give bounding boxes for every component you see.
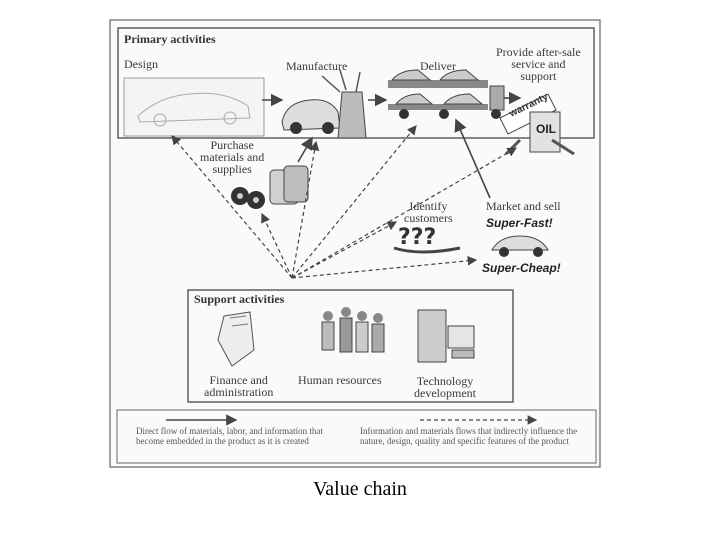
indirect-flow-arrows: [171, 125, 518, 279]
warranty-oil-icon: [499, 93, 575, 156]
support-box: [187, 289, 514, 403]
after-sale-label: Provide after-sale service and support: [496, 45, 581, 83]
tech-label: Technology development: [414, 374, 476, 400]
finance-icon: [217, 311, 255, 367]
finance-label: Finance and administration: [204, 373, 274, 399]
legend-indirect-text: Information and materials flows that ind…: [360, 426, 578, 446]
barrels-tires-icon: [231, 165, 309, 209]
car-transporter-icon: [388, 69, 505, 119]
support-heading: Support activities: [194, 292, 285, 306]
ad-super-fast: Super-Fast!: [486, 216, 553, 230]
direct-flow-arrows: [262, 91, 522, 199]
ad-super-cheap: Super-Cheap!: [482, 261, 561, 275]
diagram-caption: Value chain: [313, 478, 407, 500]
legend-box: [116, 409, 597, 464]
primary-heading: Primary activities: [124, 32, 216, 46]
customers-icon: ???: [393, 225, 461, 254]
car-sketch-icon: [123, 77, 265, 137]
identify-label: Identify customers: [404, 199, 453, 225]
ad-car-icon: [491, 235, 549, 257]
deliver-label: Deliver: [420, 59, 456, 73]
manufacture-car-icon: [281, 69, 367, 139]
people-icon: [321, 307, 385, 353]
computer-icon: [417, 309, 475, 363]
purchase-label: Purchase materials and supplies: [200, 138, 265, 176]
svg-text:???: ???: [398, 225, 436, 250]
hr-label: Human resources: [298, 373, 382, 387]
design-label: Design: [124, 57, 158, 71]
manufacture-label: Manufacture: [286, 59, 348, 73]
oil-text: OIL: [536, 122, 556, 136]
legend-direct-text: Direct flow of materials, labor, and inf…: [136, 426, 323, 446]
market-label: Market and sell: [486, 199, 561, 213]
